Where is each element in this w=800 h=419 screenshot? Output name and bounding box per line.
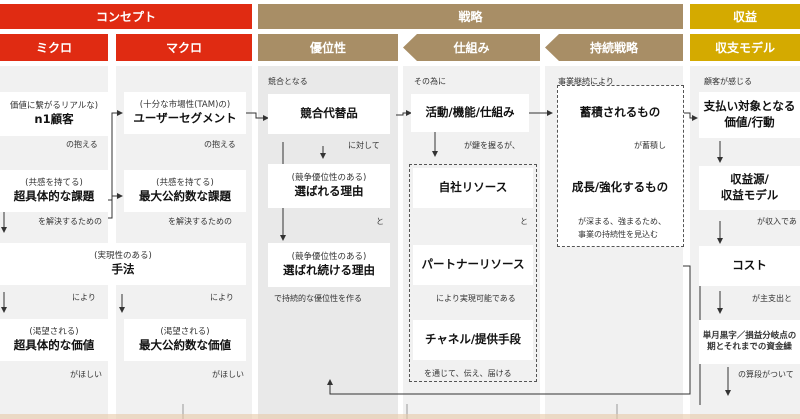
sustain-note-1: が蓄積し <box>634 141 666 150</box>
revenue-source-box: 収益源/ 収益モデル <box>699 166 800 210</box>
own-resource-box: 自社リソース <box>413 168 533 208</box>
accumulated-box: 蓄積されるもの <box>561 94 679 132</box>
advantage-note-3: で持続的な優位性を作る <box>274 294 362 303</box>
micro-value-title: 超具体的な価値 <box>13 337 95 352</box>
revenue-source-line2: 収益モデル <box>720 188 779 202</box>
micro-problem-qualifier: (共感を持てる) <box>25 177 83 188</box>
accumulated-title: 蓄積されるもの <box>579 105 661 120</box>
mechanism-subheader-label: 仕組み <box>453 41 490 55</box>
mechanism-note-4: を通じて、伝え、届ける <box>424 369 512 378</box>
macro-value-title: 最大公約数な価値 <box>139 337 231 352</box>
micro-subheader: ミクロ <box>0 34 108 61</box>
breakeven-box: 単月黒字／損益分岐点の 期とそれまでの資金繰 <box>699 320 800 364</box>
advantage-subheader: 優位性 <box>258 34 398 61</box>
macro-note-1: の抱える <box>204 140 236 149</box>
micro-customer-qualifier: 価値に繋がるリアルな) <box>9 100 99 111</box>
method-title: 手法 <box>111 261 135 276</box>
micro-problem-title: 超具体的な課題 <box>13 188 95 203</box>
cost-title: コスト <box>732 258 767 273</box>
own-resource-title: 自社リソース <box>438 180 508 195</box>
macro-problem-box: (共感を持てる) 最大公約数な課題 <box>124 170 246 212</box>
micro-value-box: (渇望される) 超具体的な価値 <box>0 319 108 361</box>
concept-header: コンセプト <box>0 4 252 29</box>
macro-note-3: がほしい <box>212 370 244 379</box>
competitor-title: 競合代替品 <box>300 106 358 121</box>
mechanism-label-top: その為に <box>414 77 446 86</box>
method-qualifier: (実現性のある) <box>94 250 152 261</box>
micro-note-method: により <box>72 293 96 302</box>
advantage-subheader-label: 優位性 <box>309 41 346 55</box>
breakeven-line1: 単月黒字／損益分岐点の <box>702 331 797 342</box>
micro-problem-box: (共感を持てる) 超具体的な課題 <box>0 170 108 212</box>
macro-problem-qualifier: (共感を持てる) <box>156 177 214 188</box>
channel-box: チャネル/提供手段 <box>413 320 533 360</box>
concept-header-label: コンセプト <box>95 10 156 24</box>
activity-box: 活動/機能/仕組み <box>411 94 529 132</box>
micro-note-1: の抱える <box>66 140 98 149</box>
advantage-note-2: と <box>376 217 384 226</box>
macro-subheader-label: マクロ <box>165 41 202 55</box>
revenue-note-4: の算段がついて <box>738 370 794 379</box>
macro-subheader: マクロ <box>116 34 252 61</box>
revenue-label-top: 顧客が感じる <box>704 77 752 86</box>
macro-segment-qualifier: (十分な市場性(TAM)の) <box>139 99 231 110</box>
revenue-header: 収益 <box>690 4 800 29</box>
macro-segment-title: ユーザーセグメント <box>133 110 237 125</box>
sustain-label-top: 事業継続により <box>558 77 614 86</box>
mechanism-note-2: と <box>520 217 528 226</box>
macro-value-box: (渇望される) 最大公約数な価値 <box>124 319 246 361</box>
sustain-note-2a: が深まる、強まるため、 <box>578 217 666 226</box>
revenue-source-line1: 収益源/ <box>730 172 769 187</box>
reason-kept-box: (競争優位性のある) 選ばれ続ける理由 <box>268 243 390 287</box>
sustain-note-2b: 事業の持続性を見込む <box>578 230 658 239</box>
partner-resource-box: パートナーリソース <box>413 245 533 285</box>
mechanism-note-3: により実現可能である <box>436 294 516 303</box>
micro-value-qualifier: (渇望される) <box>29 326 79 337</box>
payment-target-box: 支払い対象となる 価値/行動 <box>699 92 800 138</box>
revenue-header-label: 収益 <box>732 10 757 24</box>
channel-title: チャネル/提供手段 <box>424 332 522 347</box>
resources-dashed-group <box>409 164 537 382</box>
macro-value-qualifier: (渇望される) <box>160 326 210 337</box>
macro-segment-box: (十分な市場性(TAM)の) ユーザーセグメント <box>124 92 246 134</box>
revenue-note-2: が収入であ <box>757 217 797 226</box>
method-box: (実現性のある) 手法 <box>0 243 246 285</box>
strategy-header-label: 戦略 <box>458 10 483 24</box>
micro-customer-box: 価値に繋がるリアルな) n1顧客 <box>0 92 108 136</box>
reason-kept-qualifier: (競争優位性のある) <box>291 251 367 262</box>
revenue-note-3: が主支出と <box>752 294 792 303</box>
reason-chosen-box: (競争優位性のある) 選ばれる理由 <box>268 164 390 208</box>
mechanism-subheader: 仕組み <box>403 34 540 61</box>
reason-chosen-qualifier: (競争優位性のある) <box>291 172 367 183</box>
cost-box: コスト <box>699 246 800 286</box>
micro-subheader-label: ミクロ <box>35 41 72 55</box>
reason-kept-title: 選ばれ続ける理由 <box>283 262 375 277</box>
macro-problem-title: 最大公約数な課題 <box>139 188 231 203</box>
sustain-subheader: 持続戦略 <box>545 34 683 61</box>
partner-resource-title: パートナーリソース <box>421 257 525 272</box>
macro-note-2: を解決するための <box>168 217 232 226</box>
micro-customer-title: n1顧客 <box>34 111 74 126</box>
competitor-box: 競合代替品 <box>268 94 390 134</box>
payment-target-line1: 支払い対象となる <box>703 99 796 114</box>
advantage-label-top: 競合となる <box>268 77 308 86</box>
advantage-note-1: に対して <box>348 141 380 150</box>
growth-title: 成長/強化するもの <box>571 180 669 195</box>
activity-title: 活動/機能/仕組み <box>425 105 515 120</box>
macro-note-method: により <box>210 293 234 302</box>
strategy-header: 戦略 <box>258 4 683 29</box>
reason-chosen-title: 選ばれる理由 <box>294 183 364 198</box>
sustain-subheader-label: 持続戦略 <box>589 41 638 55</box>
growth-box: 成長/強化するもの <box>561 168 679 208</box>
payment-target-line2: 価値/行動 <box>724 115 775 129</box>
breakeven-line2: 期とそれまでの資金繰 <box>707 342 792 352</box>
micro-note-3: がほしい <box>70 370 102 379</box>
revenue-model-subheader-label: 収支モデル <box>714 41 775 55</box>
micro-note-2: を解決するための <box>38 217 102 226</box>
revenue-model-subheader: 収支モデル <box>690 34 800 61</box>
mechanism-note-1: が鍵を握るが、 <box>464 141 520 150</box>
